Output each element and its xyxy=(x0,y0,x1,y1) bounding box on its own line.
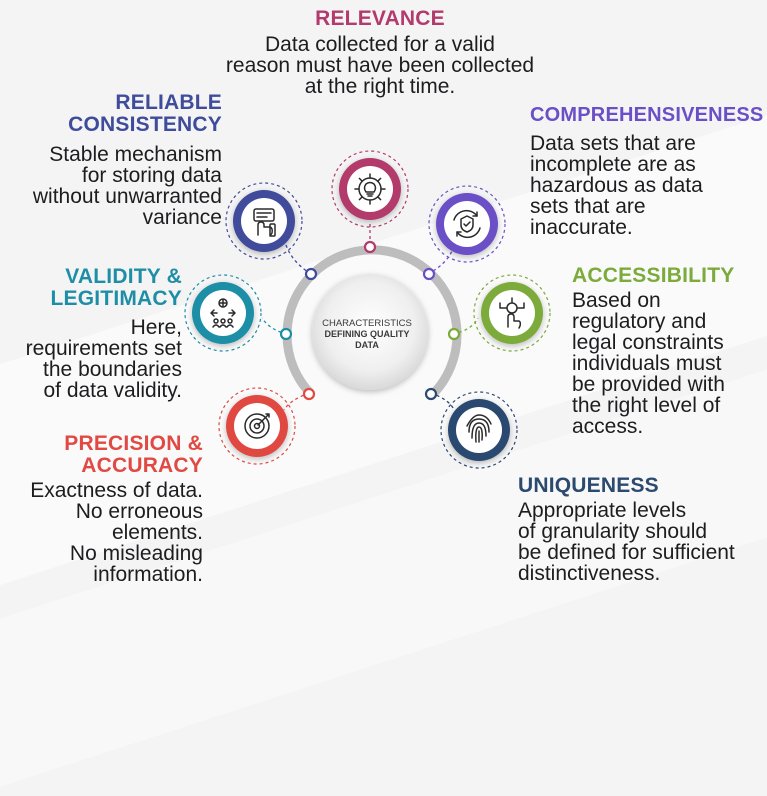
arc-dot-validity-legitimacy xyxy=(279,327,293,341)
desc-line: Appropriate levels xyxy=(518,499,687,522)
center-circle xyxy=(312,274,428,390)
desc-line: be provided with xyxy=(572,373,725,396)
desc-line: No misleading xyxy=(69,542,203,565)
desc-line: No erroneous xyxy=(75,500,203,523)
desc-line: incomplete are as xyxy=(530,153,696,176)
validity-legitimacy-title: VALIDITY & LEGITIMACY xyxy=(10,266,182,310)
arc-dot-reliable-consistency xyxy=(304,267,318,281)
desc-line: inaccurate. xyxy=(530,216,633,239)
diagram-graphic xyxy=(184,150,551,469)
validity-legitimacy-desc: Here, requirements set the boundaries of… xyxy=(10,317,182,401)
desc-line: the boundaries xyxy=(43,358,182,381)
desc-line: Exactness of data. xyxy=(30,479,203,502)
center-line-3: DATA xyxy=(355,340,379,350)
uniqueness-title: UNIQUENESS xyxy=(518,474,659,497)
arc-dot-comprehensiveness xyxy=(422,267,436,281)
dashed-ring-relevance xyxy=(331,150,409,228)
dashed-ring-precision-accuracy xyxy=(218,387,296,465)
precision-accuracy-block: PRECISION & ACCURACY Exactness of data. … xyxy=(10,433,203,586)
accessibility-title: ACCESSIBILITY xyxy=(572,264,735,287)
desc-line: hazardous as data xyxy=(530,174,703,197)
shield-check-refresh-icon xyxy=(453,209,481,239)
desc-line: reason must have been collected xyxy=(225,54,535,77)
title-line: ACCURACY xyxy=(81,454,203,477)
uniqueness-block: UNIQUENESS Appropriate levels of granula… xyxy=(518,474,763,585)
hand-pressing-button-icon xyxy=(253,208,276,237)
dashed-ring-accessibility xyxy=(473,274,551,352)
title-line: VALIDITY & xyxy=(65,265,182,288)
arc-dot-accessibility xyxy=(447,327,461,341)
desc-line: variance xyxy=(142,206,222,229)
title-line: CONSISTENCY xyxy=(68,113,222,136)
desc-line: for storing data xyxy=(81,164,222,187)
uniqueness-desc: Appropriate levels of granularity should… xyxy=(518,500,763,584)
desc-line: individuals must xyxy=(572,352,722,375)
desc-line: Here, xyxy=(130,316,182,339)
reliable-consistency-desc: Stable mechanism for storing data withou… xyxy=(10,144,222,228)
desc-line: sets that are xyxy=(530,195,646,218)
reliable-consistency-title: RELIABLE CONSISTENCY xyxy=(10,92,222,136)
desc-line: requirements set xyxy=(25,337,182,360)
desc-line: of data validity. xyxy=(43,379,182,402)
precision-accuracy-desc: Exactness of data. No erroneous elements… xyxy=(10,480,203,585)
connector-reliable-consistency xyxy=(285,244,312,275)
dashed-ring-reliable-consistency xyxy=(225,182,303,260)
desc-line: information. xyxy=(93,563,203,586)
dashed-ring-comprehensiveness xyxy=(428,185,506,263)
desc-line: Based on xyxy=(572,289,661,312)
dashed-ring-validity-legitimacy xyxy=(184,274,262,352)
center-label: CHARACTERISTICS DEFINING QUALITY DATA xyxy=(316,318,418,351)
title-line: LEGITIMACY xyxy=(50,287,182,310)
comprehensiveness-desc: Data sets that are incomplete are as haz… xyxy=(530,133,765,238)
title-line: PRECISION & xyxy=(64,432,203,455)
desc-line: access. xyxy=(572,415,644,438)
relevance-block: RELEVANCE Data collected for a valid rea… xyxy=(180,7,580,98)
desc-line: be defined for sufficient xyxy=(518,541,735,564)
desc-line: at the right time. xyxy=(304,75,456,98)
desc-line: of granularity should xyxy=(518,520,708,543)
reliable-consistency-block: RELIABLE CONSISTENCY Stable mechanism fo… xyxy=(10,92,222,229)
desc-line: Data sets that are xyxy=(530,132,696,155)
desc-line: the right level of xyxy=(572,394,721,417)
fingerprint-icon xyxy=(466,414,492,443)
scales-people-icon xyxy=(210,298,236,328)
arc-dot-uniqueness xyxy=(424,387,438,401)
dashed-ring-uniqueness xyxy=(440,391,518,469)
hand-circuit-icon xyxy=(499,297,525,329)
desc-line: legal constraints xyxy=(572,331,724,354)
validity-legitimacy-block: VALIDITY & LEGITIMACY Here, requirements… xyxy=(10,266,182,402)
desc-line: regulatory and xyxy=(572,310,707,333)
gear-lightbulb-icon xyxy=(354,173,386,205)
accessibility-desc: Based on regulatory and legal constraint… xyxy=(572,290,762,437)
arc-dot-precision-accuracy xyxy=(302,387,316,401)
desc-line: Data collected for a valid xyxy=(265,33,495,56)
center-line-2: DEFINING QUALITY xyxy=(324,329,410,339)
precision-accuracy-title: PRECISION & ACCURACY xyxy=(10,433,203,477)
comprehensiveness-block: COMPREHENSIVENESS Data sets that are inc… xyxy=(530,104,765,238)
desc-line: Stable mechanism xyxy=(49,143,222,166)
title-line: RELIABLE xyxy=(115,91,222,114)
relevance-desc: Data collected for a valid reason must h… xyxy=(180,34,580,97)
center-line-1: CHARACTERISTICS xyxy=(322,318,412,329)
desc-line: without unwarranted xyxy=(32,185,222,208)
accessibility-block: ACCESSIBILITY Based on regulatory and le… xyxy=(572,264,762,438)
desc-line: elements. xyxy=(111,521,203,544)
arc-dot-relevance xyxy=(363,240,377,254)
desc-line: distinctiveness. xyxy=(518,562,661,585)
comprehensiveness-title: COMPREHENSIVENESS xyxy=(530,104,764,126)
relevance-title: RELEVANCE xyxy=(315,7,445,30)
target-arrow-icon xyxy=(244,413,270,439)
